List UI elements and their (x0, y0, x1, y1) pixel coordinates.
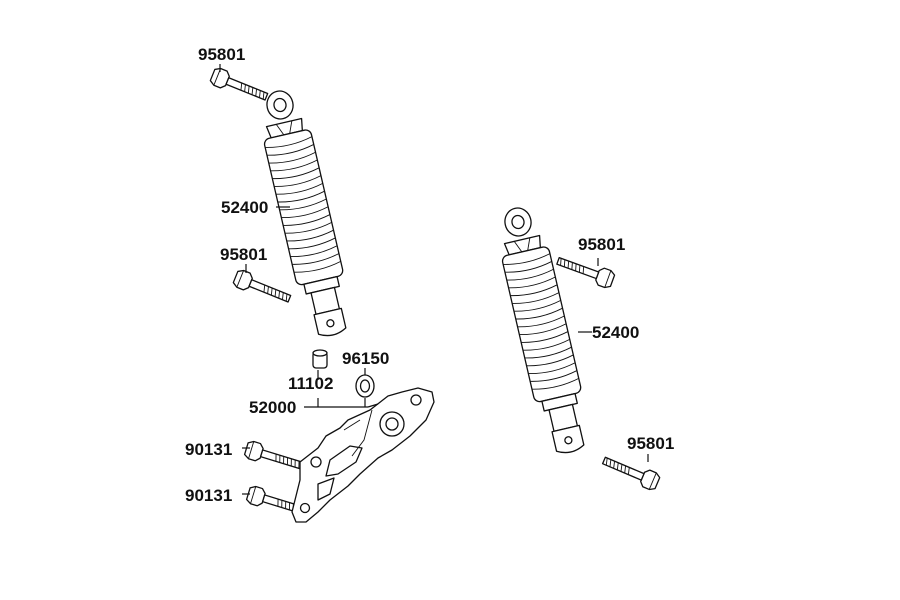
bolt-upper-right (554, 251, 617, 290)
label-bolt-upper-right: 95801 (578, 235, 625, 254)
bolt-bracket-upper (243, 439, 306, 475)
bracket (291, 387, 435, 523)
label-shock-left: 52400 (221, 198, 268, 217)
bolt-mid-left (231, 268, 294, 308)
label-bracket: 52000 (249, 398, 296, 417)
bolt-upper-left (208, 66, 271, 106)
bolt-lower-right (599, 451, 662, 493)
label-bolt-upper-left: 95801 (198, 45, 245, 64)
seal (355, 374, 375, 398)
label-bolt-lower-right: 95801 (627, 434, 674, 453)
label-shock-right: 52400 (592, 323, 639, 342)
leader-lines (219, 64, 649, 495)
collar (312, 349, 328, 369)
label-bolt-bracket-lower: 90131 (185, 486, 232, 505)
label-collar: 11102 (288, 374, 333, 393)
label-seal: 96150 (342, 349, 389, 368)
shock-absorber-left (252, 85, 358, 342)
label-bolt-mid-left: 95801 (220, 245, 267, 264)
label-bolt-bracket-upper: 90131 (185, 440, 232, 459)
